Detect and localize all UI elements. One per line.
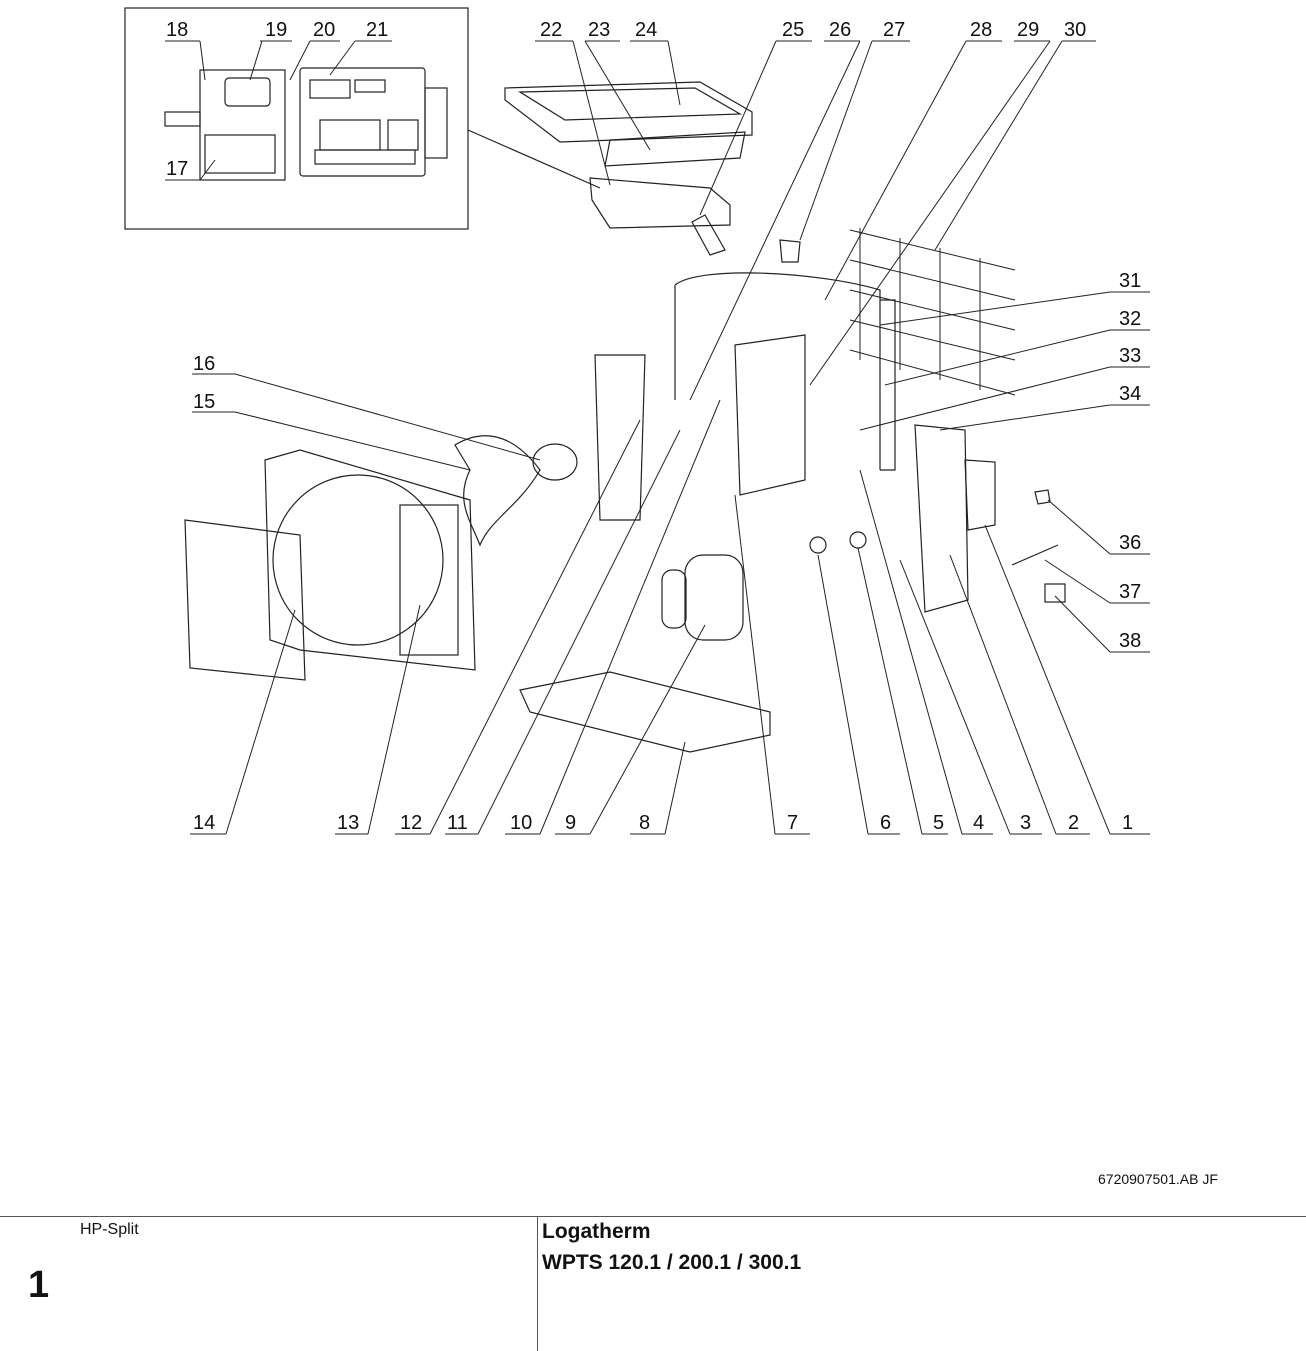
control-board-assembly [164,67,448,181]
sensor-clip [1034,489,1051,505]
callout-19: 19 [265,19,287,41]
base-pan [519,671,771,753]
product-title: Logatherm [542,1220,651,1243]
callout-15: 15 [193,391,215,413]
electronics-box [589,177,731,229]
callout-12: 12 [400,812,422,834]
callout-32: 32 [1119,308,1141,330]
callout-27: 27 [883,19,905,41]
callout-38: 38 [1119,630,1141,652]
exploded-parts-diagram: 18 19 20 21 22 23 24 25 26 27 28 29 30 3… [124,7,1150,835]
callout-2: 2 [1068,812,1079,834]
condenser-coil [674,272,896,471]
callout-33: 33 [1119,345,1141,367]
callout-13: 13 [337,812,359,834]
sensor-rod [1011,544,1059,566]
callout-34: 34 [1119,383,1141,405]
callout-29: 29 [1017,19,1039,41]
fan-motor [532,443,578,481]
fan-blade [454,435,541,547]
footer-category: HP-Split [80,1221,139,1238]
callout-11: 11 [447,812,468,834]
front-grille [184,519,306,681]
callout-37: 37 [1119,581,1141,603]
callout-16: 16 [193,353,215,375]
callout-6: 6 [880,812,891,834]
callout-8: 8 [639,812,650,834]
footer-rule [0,1216,1306,1217]
top-cover [504,81,753,143]
callout-17: 17 [166,158,188,180]
service-valve [809,536,827,554]
model-list: WPTS 120.1 / 200.1 / 300.1 [542,1251,802,1274]
service-valve-2 [849,531,867,549]
compressor [684,554,744,641]
callout-24: 24 [635,19,657,41]
callout-14: 14 [193,812,215,834]
motor-bracket [594,354,646,521]
callout-26: 26 [829,19,851,41]
callout-9: 9 [565,812,576,834]
callout-3: 3 [1020,812,1031,834]
callout-25: 25 [782,19,804,41]
callout-20: 20 [313,19,335,41]
callout-10: 10 [510,812,532,834]
callout-36: 36 [1119,532,1141,554]
insulation-sheet [604,131,746,167]
callout-18: 18 [166,19,188,41]
callout-22: 22 [540,19,562,41]
callout-28: 28 [970,19,992,41]
footer-divider [537,1216,538,1351]
partition-panel [734,334,806,496]
callout-30: 30 [1064,19,1086,41]
callout-4: 4 [973,812,984,834]
callout-23: 23 [588,19,610,41]
callout-21: 21 [366,19,388,41]
callout-1: 1 [1122,812,1133,834]
callout-numbers: 18 19 20 21 22 23 24 25 26 27 28 29 30 3… [166,19,1141,834]
inset-frame [124,7,469,230]
accumulator [661,569,687,629]
mounting-plate [1044,583,1066,603]
document-number: 6720907501.AB JF [1098,1171,1218,1187]
callout-31: 31 [1119,270,1141,292]
protective-grid [849,228,1016,396]
side-panel [914,424,969,613]
service-cover [964,459,996,531]
front-casing [264,449,476,671]
callout-7: 7 [787,812,798,834]
callout-leaders [165,40,1150,835]
page-number: 1 [28,1264,50,1306]
callout-5: 5 [933,812,944,834]
